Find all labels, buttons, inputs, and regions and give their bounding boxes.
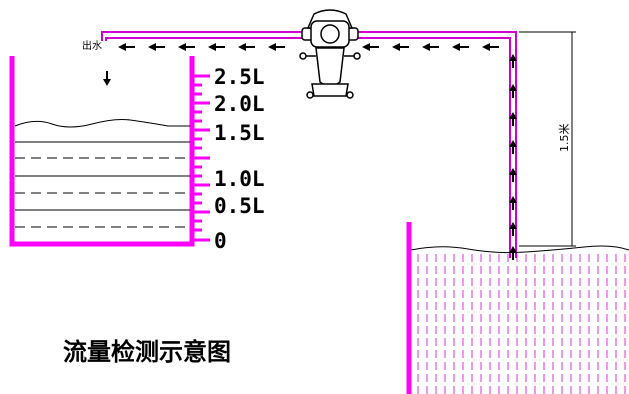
pipe	[101, 31, 517, 258]
scale-label-0-5l: 0.5L	[214, 194, 265, 218]
scale-labels: 2.5L 2.0L 1.5L 1.0L 0.5L 0	[214, 65, 265, 253]
volume-scale	[192, 74, 210, 242]
scale-label-0: 0	[214, 229, 227, 253]
scale-label-2-5l: 2.5L	[214, 65, 265, 89]
scale-label-1-5l: 1.5L	[214, 121, 265, 145]
scale-label-1-0l: 1.0L	[214, 167, 265, 191]
height-dimension	[519, 31, 576, 247]
flow-arrows-top	[118, 43, 499, 51]
flow-arrows-riser	[509, 54, 517, 260]
outlet-label: 出水	[82, 39, 102, 52]
pump-icon	[299, 9, 361, 99]
scale-label-2-0l: 2.0L	[214, 92, 265, 116]
source-tank	[406, 222, 629, 394]
height-label: 1.5米	[558, 124, 571, 153]
outlet-arrow	[103, 71, 111, 86]
diagram-caption: 流量检测示意图	[63, 338, 231, 366]
measuring-tank	[9, 56, 195, 247]
